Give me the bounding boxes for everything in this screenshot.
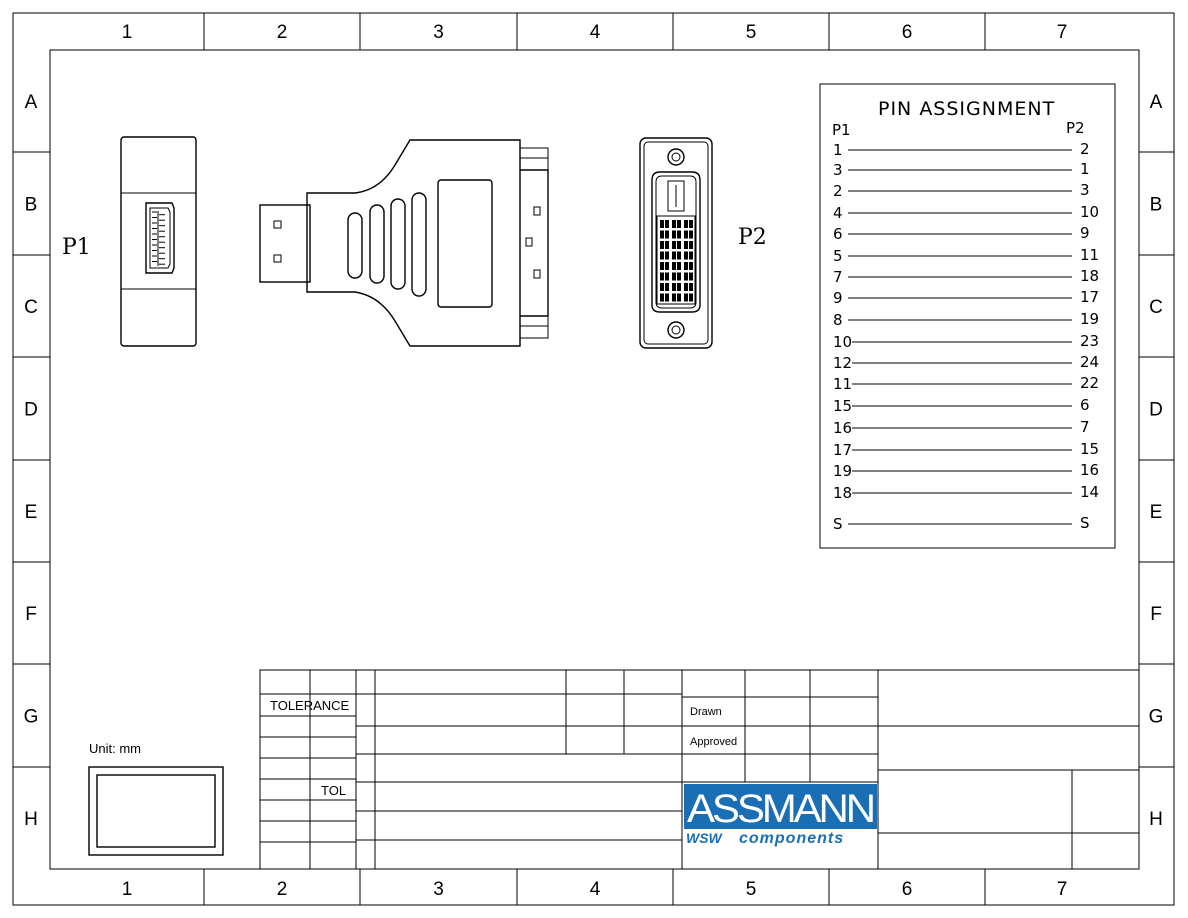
row-zone-markers: A A B B C C D D E E F F G G H H	[13, 92, 1174, 830]
pin-assignment-title: PIN ASSIGNMENT	[878, 98, 1055, 120]
pin-p2-10: 24	[1080, 353, 1099, 371]
row-marker-B-right: B	[1150, 195, 1163, 216]
row-marker-G-right: G	[1149, 707, 1164, 728]
pin-p1-1: 3	[833, 161, 843, 179]
column-marker-2-top: 2	[277, 22, 288, 43]
row-marker-D-left: D	[24, 400, 38, 421]
pin-p1-2: 2	[833, 182, 843, 200]
column-marker-3-top: 3	[433, 22, 444, 43]
frame	[12, 12, 1175, 906]
pin-p2-6: 18	[1080, 267, 1099, 285]
drawn-label: Drawn	[690, 706, 722, 718]
pin-p2-17: S	[1080, 514, 1090, 532]
column-marker-4-top: 4	[590, 22, 601, 43]
pin-p1-13: 16	[833, 419, 852, 437]
title-block: TOLERANCE TOL Drawn Approved	[259, 669, 1140, 870]
row-marker-F-left: F	[25, 604, 37, 625]
pin-p2-2: 3	[1080, 181, 1090, 199]
p1-label: P1	[62, 235, 91, 260]
approved-label: Approved	[690, 736, 737, 748]
p2-label: P2	[738, 225, 767, 250]
pin-p1-9: 10	[833, 333, 852, 351]
pin-p2-14: 15	[1080, 440, 1099, 458]
pin-p1-14: 17	[833, 441, 852, 459]
row-marker-H-left: H	[24, 809, 38, 830]
pin-p1-8: 8	[833, 311, 843, 329]
pin-p1-15: 19	[833, 462, 852, 480]
row-marker-H-right: H	[1149, 809, 1163, 830]
hdmi-connector-end-view	[120, 136, 197, 347]
pin-p2-15: 16	[1080, 461, 1099, 479]
column-marker-1-top: 1	[122, 22, 133, 43]
wsw-mark: WSW	[686, 830, 724, 846]
row-marker-C-right: C	[1149, 297, 1163, 318]
pin-p2-3: 10	[1080, 203, 1099, 221]
row-marker-B-left: B	[25, 195, 38, 216]
pin-p2-16: 14	[1080, 483, 1099, 501]
row-marker-A-right: A	[1150, 92, 1163, 113]
tol-label: TOL	[321, 783, 346, 798]
pin-p2-0: 2	[1080, 140, 1090, 158]
pin-p2-4: 9	[1080, 224, 1090, 242]
p1-header: P1	[832, 121, 851, 139]
column-marker-1-bottom: 1	[122, 879, 133, 900]
assmann-logo: ASSMANN WSW components	[684, 784, 877, 847]
row-marker-F-right: F	[1150, 604, 1162, 625]
pin-p1-10: 12	[833, 354, 852, 372]
row-marker-G-left: G	[24, 707, 39, 728]
pin-p1-4: 6	[833, 225, 843, 243]
pin-p2-13: 7	[1080, 418, 1090, 436]
unit-label: Unit: mm	[89, 741, 141, 756]
pin-p1-11: 11	[833, 375, 852, 393]
column-marker-6-bottom: 6	[902, 879, 913, 900]
pin-p1-12: 15	[833, 397, 852, 415]
column-marker-5-top: 5	[746, 22, 757, 43]
pin-p2-1: 1	[1080, 160, 1090, 178]
pin-p1-3: 4	[833, 204, 843, 222]
column-marker-7-top: 7	[1057, 22, 1068, 43]
assmann-wordmark: ASSMANN	[687, 787, 873, 831]
row-marker-E-right: E	[1150, 502, 1163, 523]
dvi-connector-end-view	[639, 137, 713, 349]
column-marker-6-top: 6	[902, 22, 913, 43]
pin-p2-8: 19	[1080, 310, 1099, 328]
pin-p1-7: 9	[833, 289, 843, 307]
pin-p1-17: S	[833, 515, 843, 533]
pin-p2-12: 6	[1080, 396, 1090, 414]
row-marker-A-left: A	[25, 92, 38, 113]
pin-p1-6: 7	[833, 268, 843, 286]
column-marker-3-bottom: 3	[433, 879, 444, 900]
pin-p1-5: 5	[833, 247, 843, 265]
components-wordmark: components	[739, 830, 844, 847]
row-marker-E-left: E	[25, 502, 38, 523]
pin-p2-5: 11	[1080, 246, 1099, 264]
column-marker-7-bottom: 7	[1057, 879, 1068, 900]
adapter-side-view	[259, 139, 549, 347]
p2-header: P2	[1066, 119, 1085, 137]
column-marker-4-bottom: 4	[590, 879, 601, 900]
pin-p2-7: 17	[1080, 288, 1099, 306]
row-marker-D-right: D	[1149, 400, 1163, 421]
unit-frame	[88, 766, 224, 856]
column-marker-5-bottom: 5	[746, 879, 757, 900]
pin-p1-0: 1	[833, 141, 843, 159]
column-marker-2-bottom: 2	[277, 879, 288, 900]
tolerance-label: TOLERANCE	[270, 698, 350, 713]
pin-p1-16: 18	[833, 484, 852, 502]
pin-p2-9: 23	[1080, 332, 1099, 350]
row-marker-C-left: C	[24, 297, 38, 318]
pin-p2-11: 22	[1080, 374, 1099, 392]
